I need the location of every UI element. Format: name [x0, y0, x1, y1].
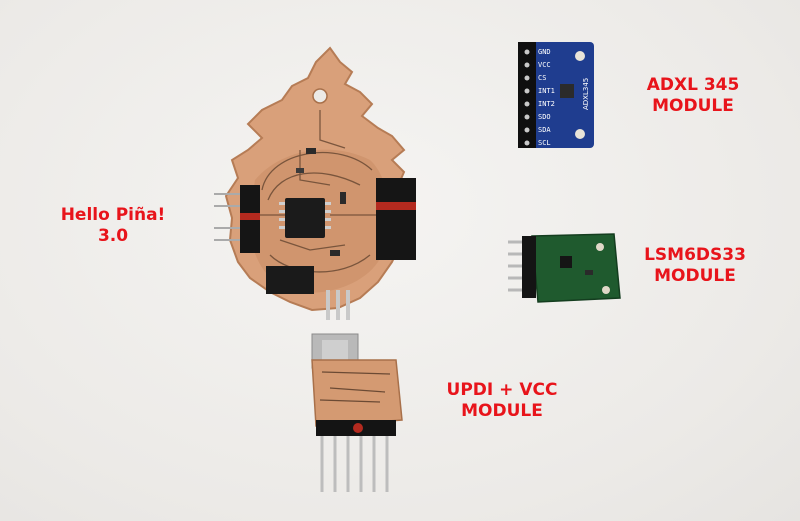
adxl-chip-label: ADXL345 [582, 78, 590, 110]
adxl-pin-label: INT1 [538, 87, 555, 95]
adxl345-module: GND VCC CS INT1 INT2 SDO SDA SCL ADXL345 [518, 42, 594, 148]
lsm-label: LSM6DS33 MODULE [633, 245, 757, 287]
hello-pina-title: Hello Piña! [60, 205, 166, 225]
adxl-pin-label: CS [538, 74, 546, 82]
adxl-title: ADXL 345 [646, 75, 740, 95]
adxl-pin-label: INT2 [538, 100, 555, 108]
adxl-pin-label: GND [538, 48, 551, 56]
hello-pina-board [214, 46, 416, 320]
hello-pina-version: 3.0 [97, 226, 129, 246]
adxl-label: ADXL 345 MODULE [632, 75, 754, 117]
updi-vcc-module [311, 333, 403, 492]
lsm-subtitle: MODULE [654, 266, 736, 286]
adxl-pin-label: SCL [538, 139, 551, 147]
adxl-pin-label: VCC [538, 61, 551, 69]
hello-pina-label: Hello Piña! 3.0 [54, 205, 172, 247]
lsm6ds33-module [508, 233, 621, 303]
updi-subtitle: MODULE [461, 401, 543, 421]
adxl-pin-label: SDO [538, 113, 551, 121]
updi-title: UPDI + VCC [446, 380, 558, 400]
updi-label: UPDI + VCC MODULE [438, 380, 566, 422]
lsm-title: LSM6DS33 [644, 245, 746, 265]
adxl-pin-label: SDA [538, 126, 551, 134]
adxl-subtitle: MODULE [652, 96, 734, 116]
